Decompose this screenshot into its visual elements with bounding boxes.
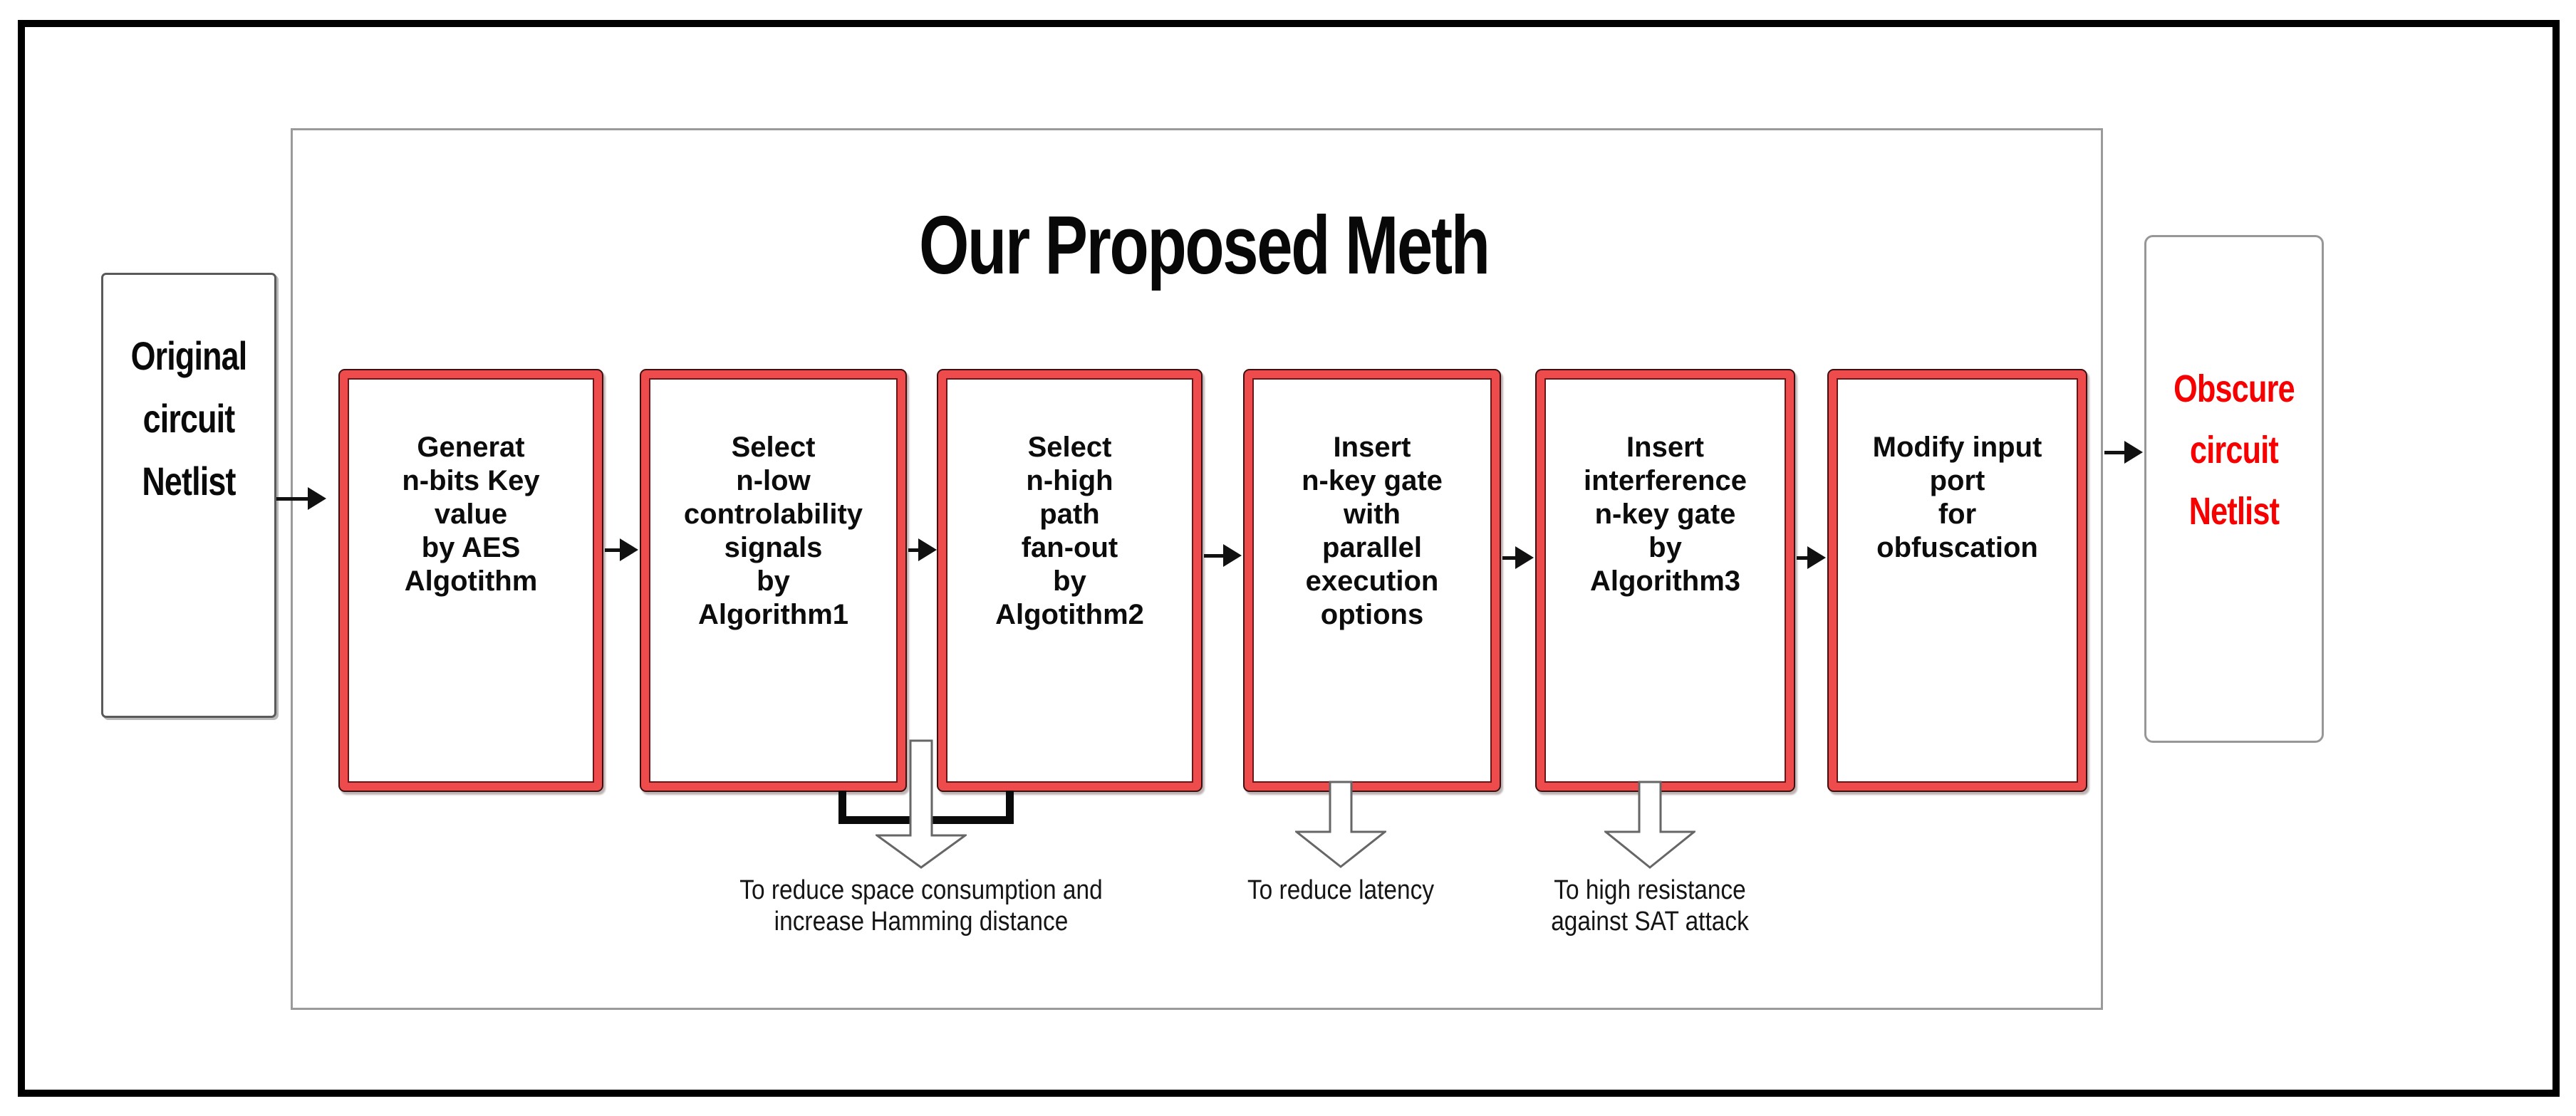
block-arrow-down-icon <box>1604 781 1695 869</box>
step-line: signals <box>724 532 823 563</box>
label-line: Netlist <box>142 459 236 504</box>
arrow-head <box>1515 546 1534 569</box>
step-line: n-key gate <box>1594 499 1736 530</box>
arrow-head <box>2124 441 2143 464</box>
step-line: Insert <box>1626 432 1704 463</box>
diagram-title: Our Proposed Meth <box>919 199 1490 291</box>
note-line: increase Hamming distance <box>774 907 1069 937</box>
step-line: with <box>1344 499 1401 530</box>
step-line: by <box>1648 532 1682 563</box>
step-line: port <box>1929 465 1985 496</box>
step-line: n-high <box>1026 465 1113 496</box>
step-line: value <box>434 499 508 530</box>
block-arrow-down-icon <box>876 739 967 869</box>
step-line: n-key gate <box>1302 465 1443 496</box>
arrow-right-icon <box>908 538 937 561</box>
note-space-hamming: To reduce space consumption and increase… <box>702 875 1141 937</box>
label-line: circuit <box>2189 429 2279 471</box>
arrow-right-icon <box>2104 441 2143 464</box>
step-line: Select <box>731 432 816 463</box>
obscure-netlist-label: Obscure circuit Netlist <box>2164 237 2305 542</box>
step-box-generate-key: Generat n-bits Key value by AES Algotith… <box>338 369 603 792</box>
arrow-head <box>308 487 326 510</box>
original-netlist-box: Original circuit Netlist <box>101 273 276 718</box>
label-line: Obscure <box>2174 367 2295 410</box>
step-line: Insert <box>1333 432 1411 463</box>
step-line: parallel <box>1321 532 1423 563</box>
step-line: n-bits Key <box>402 465 540 496</box>
step-line: Algorithm1 <box>697 599 849 630</box>
step-box-insert-key-gate: Insert n-key gate with parallel executio… <box>1243 369 1501 792</box>
arrow-shaft <box>276 496 308 501</box>
note-line: against SAT attack <box>1551 907 1749 937</box>
note-latency: To reduce latency <box>1121 875 1560 906</box>
step-box-select-low-controlability: Select n-low controlability signals by A… <box>640 369 907 792</box>
note-sat-resistance: To high resistance against SAT attack <box>1430 875 1869 937</box>
arrow-head <box>620 538 638 561</box>
step-line: Algorithm3 <box>1589 565 1741 597</box>
step-line: execution <box>1305 565 1439 597</box>
arrow-shaft <box>1502 556 1515 560</box>
arrow-head <box>1807 546 1826 569</box>
note-line: To reduce space consumption and <box>739 875 1103 905</box>
step-line: Algotithm <box>404 565 538 597</box>
arrow-head <box>1223 544 1242 567</box>
note-line: To high resistance <box>1554 875 1746 905</box>
arrow-shaft <box>1797 556 1807 560</box>
arrow-right-icon <box>1204 544 1242 567</box>
step-line: controlability <box>683 499 863 530</box>
arrow-shaft <box>908 548 918 552</box>
original-netlist-label: Original circuit Netlist <box>120 275 257 513</box>
label-line: Original <box>130 333 248 378</box>
arrow-right-icon <box>1797 546 1826 569</box>
obscure-netlist-box: Obscure circuit Netlist <box>2144 235 2324 743</box>
step-line: for <box>1938 499 1977 530</box>
step-box-insert-interference-gate: Insert interference n-key gate by Algori… <box>1535 369 1795 792</box>
step-line: Algotithm2 <box>995 599 1144 630</box>
step-line: path <box>1039 499 1100 530</box>
step-line: Modify input <box>1872 432 2042 463</box>
step-line: n-low <box>736 465 811 496</box>
step-box-select-high-fanout: Select n-high path fan-out by Algotithm2 <box>937 369 1203 792</box>
arrow-shaft <box>2104 450 2124 454</box>
step-line: obfuscation <box>1876 532 2038 563</box>
step-line: by AES <box>421 532 521 563</box>
step-line: options <box>1320 599 1424 630</box>
label-line: Netlist <box>2188 490 2280 533</box>
step-line: Generat <box>417 432 525 463</box>
note-line: To reduce latency <box>1247 875 1435 905</box>
step-line: by <box>757 565 790 597</box>
arrow-head <box>918 538 937 561</box>
step-line: fan-out <box>1021 532 1118 563</box>
step-line: interference <box>1584 465 1747 496</box>
arrow-right-icon <box>605 538 638 561</box>
block-arrow-down-icon <box>1295 781 1386 868</box>
label-line: circuit <box>142 396 236 441</box>
arrow-right-icon <box>1502 546 1534 569</box>
step-line: by <box>1053 565 1086 597</box>
step-line: Select <box>1027 432 1112 463</box>
step-box-modify-input-port: Modify input port for obfuscation <box>1827 369 2087 792</box>
arrow-right-icon <box>276 487 326 510</box>
arrow-shaft <box>1204 553 1223 558</box>
arrow-shaft <box>605 548 620 552</box>
